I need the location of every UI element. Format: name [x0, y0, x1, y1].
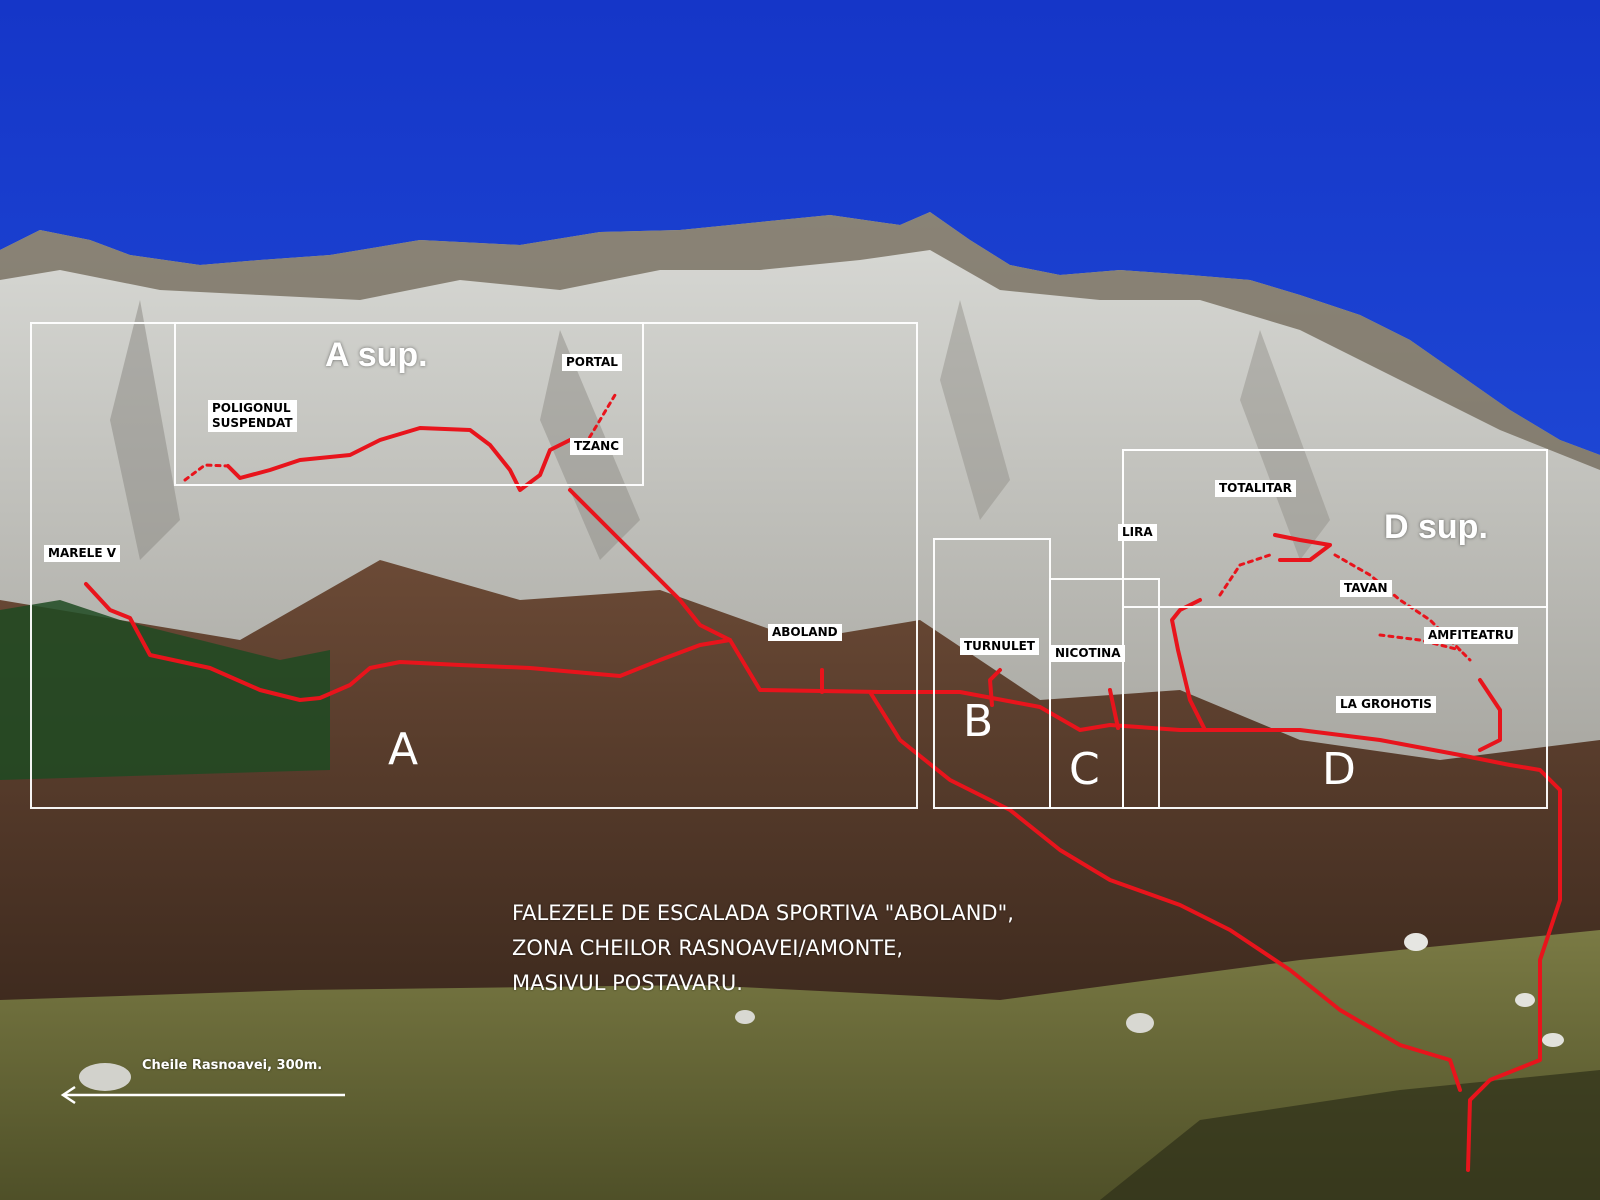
crag-label-turnulet: TURNULET — [960, 638, 1039, 655]
forest — [0, 560, 1600, 1010]
path-nicotina-spur — [1108, 688, 1120, 730]
crag-label-aboland: ABOLAND — [768, 624, 842, 641]
crag-label-poligonul-suspendat: POLIGONUL SUSPENDAT — [208, 400, 297, 432]
direction-label: Cheile Rasnoavei, 300m. — [142, 1058, 323, 1073]
rock-shadow — [1240, 330, 1330, 560]
sector-d-label: D — [1322, 744, 1356, 795]
path-a — [84, 582, 732, 702]
crag-label-nicotina: NICOTINA — [1051, 645, 1125, 662]
caption-line-3: MASIVUL POSTAVARU. — [512, 971, 743, 995]
sector-c-label: C — [1069, 744, 1100, 795]
ridge-vegetation — [0, 212, 1600, 470]
boulder — [1404, 933, 1428, 951]
caption-line-1: FALEZELE DE ESCALADA SPORTIVA "ABOLAND", — [512, 901, 1014, 925]
crag-label-lira: LIRA — [1118, 524, 1157, 541]
boulder — [735, 1010, 755, 1024]
sector-a-sup-frame — [174, 322, 644, 486]
sector-a-sup-label: A sup. — [325, 336, 428, 374]
crag-label-line: POLIGONUL — [212, 401, 291, 415]
crag-label-portal: PORTAL — [562, 354, 622, 371]
rock-shadow — [940, 300, 1010, 520]
crag-label-amfiteatru: AMFITEATRU — [1424, 627, 1518, 644]
crag-label-line: SUSPENDAT — [212, 416, 293, 430]
boulder — [1126, 1013, 1154, 1033]
sector-b-label: B — [963, 696, 994, 747]
crag-label-marele-v: MARELE V — [44, 545, 120, 562]
path-d-spur — [1170, 598, 1207, 732]
crag-label-la-grohotis: LA GROHOTIS — [1336, 696, 1436, 713]
sector-a-label: A — [388, 724, 419, 775]
path-turnulet-spur — [988, 668, 1002, 707]
shadow — [1100, 1070, 1600, 1200]
approach-paths — [84, 426, 1562, 1172]
path-d-sup — [1273, 533, 1332, 562]
sector-b-frame — [933, 538, 1051, 809]
caption-line-2: ZONA CHEILOR RASNOAVEI/AMONTE, — [512, 936, 904, 960]
crag-label-tzanc: TZANC — [570, 438, 624, 455]
path-forest-descent — [868, 690, 1462, 1092]
rock-shadow — [110, 300, 180, 560]
path-amfiteatru-spur — [1478, 678, 1502, 752]
boulder — [1542, 1033, 1564, 1047]
boulder — [1515, 993, 1535, 1007]
direction-arrow — [60, 1085, 345, 1105]
path-a-sup — [226, 426, 572, 492]
sector-d-sup-label: D sup. — [1384, 508, 1488, 546]
crag-label-tavan: TAVAN — [1340, 580, 1392, 597]
crag-label-totalitar: TOTALITAR — [1215, 480, 1296, 497]
sector-lira-frame — [1122, 578, 1160, 809]
conifers — [0, 600, 330, 780]
boulder — [79, 1063, 131, 1091]
